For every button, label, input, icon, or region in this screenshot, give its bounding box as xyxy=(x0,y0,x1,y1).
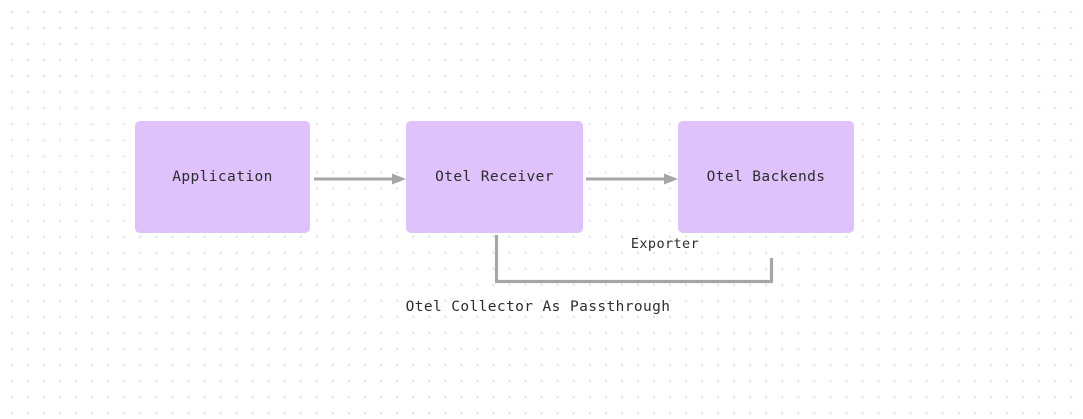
arrow-receiver-to-backends xyxy=(586,173,678,185)
node-application[interactable]: Application xyxy=(135,121,310,233)
node-otel-backends[interactable]: Otel Backends xyxy=(678,121,854,233)
annotation-passthrough-label: Otel Collector As Passthrough xyxy=(405,299,671,315)
node-application-label: Application xyxy=(172,169,273,185)
arrow-application-to-receiver xyxy=(314,173,406,185)
node-otel-receiver-label: Otel Receiver xyxy=(435,169,554,185)
node-otel-receiver[interactable]: Otel Receiver xyxy=(406,121,583,233)
grouping-bracket xyxy=(494,235,774,284)
node-otel-backends-label: Otel Backends xyxy=(706,169,826,185)
annotation-exporter-label: Exporter xyxy=(630,236,700,252)
